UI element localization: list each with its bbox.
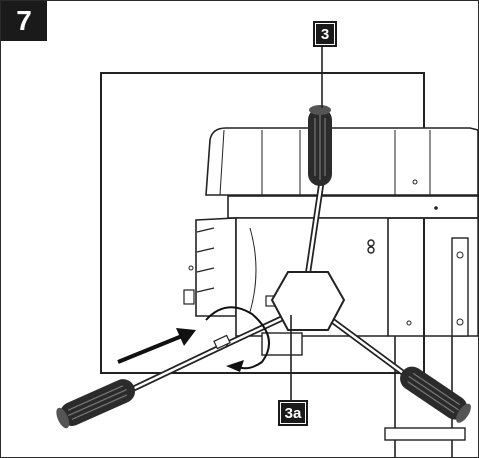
band-screw bbox=[434, 206, 438, 210]
belt-cover-side bbox=[195, 217, 237, 317]
rotation-arrow-icon bbox=[205, 306, 271, 372]
head-right-side bbox=[388, 217, 479, 337]
head-housing-top bbox=[205, 127, 479, 196]
column-collar bbox=[384, 427, 466, 441]
insertion-arrow-icon bbox=[117, 328, 196, 364]
detail-inset-box bbox=[100, 72, 425, 374]
body-screw bbox=[406, 320, 412, 326]
callout-part-3: 3 bbox=[313, 21, 337, 47]
cover-vents bbox=[196, 227, 215, 293]
spoke-thread bbox=[213, 334, 231, 350]
scale-bolt-upper bbox=[456, 251, 464, 259]
housing-ribs bbox=[219, 129, 431, 196]
body-marker-lower bbox=[367, 246, 375, 254]
cover-screw bbox=[188, 265, 194, 271]
side-knob bbox=[183, 289, 195, 305]
housing-screw bbox=[412, 179, 418, 185]
spoke-hub-hexagon bbox=[270, 271, 346, 331]
body-contour bbox=[249, 227, 257, 313]
head-band bbox=[227, 195, 479, 219]
step-number-badge: 7 bbox=[1, 1, 47, 41]
left-handle-grip bbox=[56, 379, 136, 429]
spindle-nut bbox=[261, 332, 303, 356]
callout-part-3a: 3a bbox=[278, 400, 308, 426]
depth-scale bbox=[451, 237, 469, 337]
scale-bolt-lower bbox=[456, 318, 464, 326]
right-handle-grip bbox=[400, 366, 471, 423]
body-marker-upper bbox=[367, 239, 375, 247]
top-handle-grip bbox=[308, 105, 332, 186]
